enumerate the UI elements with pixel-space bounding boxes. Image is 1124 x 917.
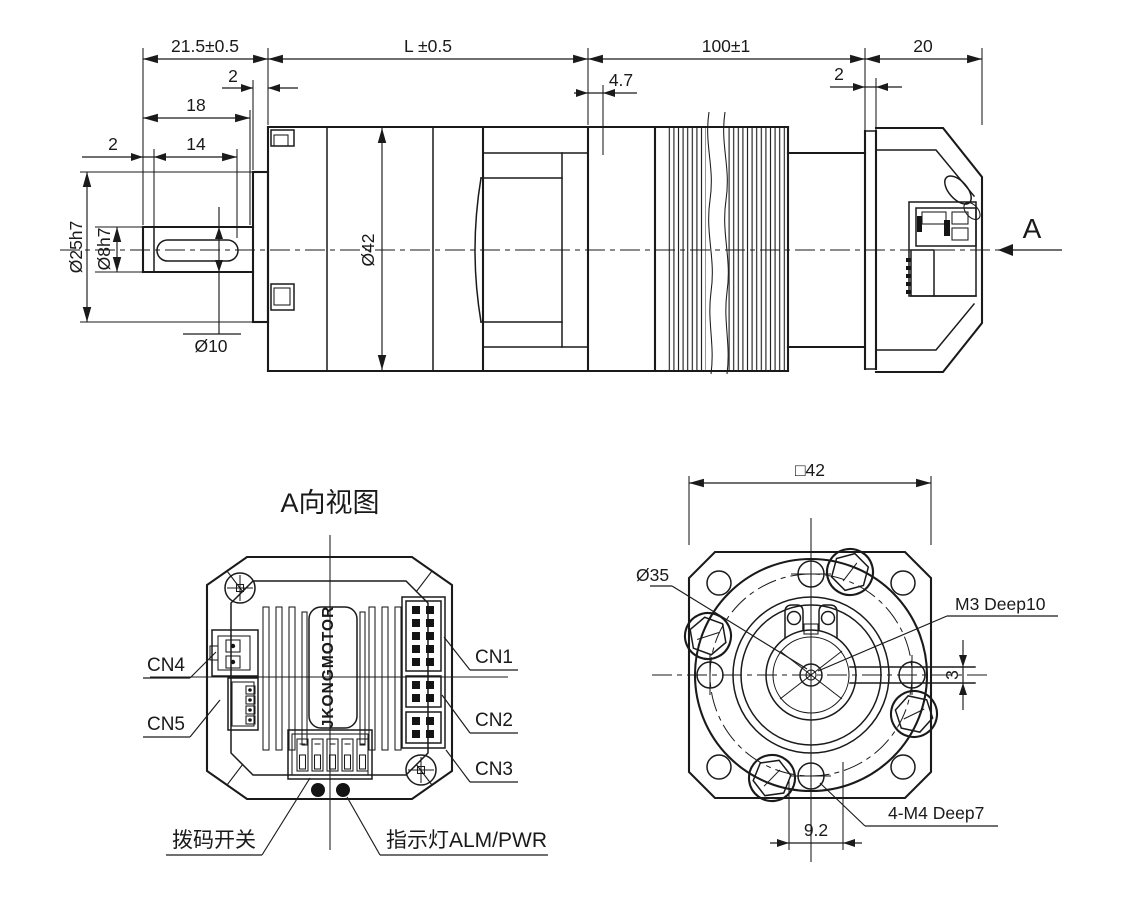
dim-center-tap: M3 Deep10: [955, 594, 1046, 614]
hex-bolt: [889, 689, 939, 739]
flange-pilot-circle: [693, 557, 929, 793]
dim-slot-width: 3: [942, 670, 962, 680]
label-cn1: CN1: [475, 647, 513, 668]
dim-rear-length: 20: [913, 36, 933, 56]
center-hub: [732, 596, 890, 754]
dim-bolt-circle: Ø35: [636, 565, 669, 585]
break-line-left: [707, 111, 713, 375]
driver-body-inner: [230, 580, 429, 776]
dim-pilot-diameter: Ø25h7: [66, 221, 86, 274]
dim-hole-offset: 9.2: [804, 820, 828, 840]
dim-gearbox-diameter: Ø42: [358, 233, 378, 266]
rear-view: A向视图: [143, 488, 548, 856]
label-dip-switch: 拨码开关: [172, 829, 256, 852]
cn1-connector: [401, 596, 446, 749]
label-indicator-led: 指示灯ALM/PWR: [386, 829, 547, 852]
m4-hole-north: [791, 560, 831, 588]
corner-hole: [890, 570, 916, 596]
brand-plate: JKONGMOTOR: [308, 606, 358, 729]
shaft-keyway: [156, 239, 239, 262]
hex-bolt: [683, 611, 733, 661]
gearbox-body: [266, 125, 790, 373]
face-slot-bottom: [270, 283, 295, 311]
hex-bolt: [747, 753, 797, 803]
housing-curve: [474, 177, 482, 323]
hex-bolt: [825, 547, 875, 597]
corner-hole: [706, 570, 732, 596]
rear-view-labels: CN4 CN5 CN1 CN2 CN3 拨码开关 指示灯ALM/PWR: [143, 636, 548, 856]
screw-bottom-right: [405, 754, 437, 786]
m4-hole-east: [898, 655, 926, 695]
label-cn2: CN2: [475, 710, 513, 731]
label-cn4: CN4: [147, 655, 185, 676]
flange-view: □42 Ø35 M3 Deep10 3 9.2 4-M4 Deep7: [636, 460, 1058, 862]
cn4-connector: [209, 629, 259, 677]
rear-housing: [786, 129, 878, 371]
dim-front-4-7: 4.7: [609, 70, 633, 90]
dim-key-length: 14: [186, 134, 206, 154]
dim-motor-length: 100±1: [702, 36, 751, 56]
side-view: A 21.5±0.5 L ±0.5 100±1 20: [60, 36, 1062, 375]
m4-hole-south: [791, 762, 831, 790]
dim-key-diameter: Ø10: [194, 336, 227, 356]
heatsink-fins: [262, 606, 402, 751]
motor-front-section: [482, 125, 657, 373]
corner-hole: [706, 754, 732, 780]
section-arrow: A: [998, 213, 1062, 256]
m4-hole-west: [696, 655, 724, 695]
screw-top-left: [224, 572, 256, 604]
brand-text: JKONGMOTOR: [320, 606, 337, 729]
section-label-a: A: [1023, 213, 1042, 244]
dim-front-total: 21.5±0.5: [171, 36, 239, 56]
driver-body-outline: [205, 555, 454, 801]
dim-shaft-diameter: Ø8h7: [94, 228, 114, 271]
cn2-connector: [405, 675, 442, 708]
led-power: [336, 783, 350, 797]
stator-stack: [668, 111, 790, 375]
label-cn5: CN5: [147, 714, 185, 735]
flange-dimensions: □42 Ø35 M3 Deep10 3 9.2 4-M4 Deep7: [636, 460, 1058, 850]
cn5-connector: [227, 677, 259, 731]
break-line-right: [723, 111, 729, 375]
pilot-boss: [251, 170, 270, 324]
cn3-connector: [405, 711, 442, 744]
dim-body-length: L ±0.5: [404, 36, 452, 56]
output-shaft: [141, 225, 255, 274]
side-view-dimensions: 21.5±0.5 L ±0.5 100±1 20 2 18 2 14 4.7: [66, 36, 983, 370]
rear-connector: [906, 201, 977, 297]
dim-rear-2: 2: [834, 64, 844, 84]
dim-shaft-18: 18: [186, 95, 205, 115]
flange-square-outline: [687, 550, 933, 800]
center-tap-hole: [799, 663, 823, 687]
dim-boss-thickness: 2: [228, 66, 238, 86]
led-alarm: [311, 783, 325, 797]
dim-key-offset: 2: [108, 134, 118, 154]
rear-view-title: A向视图: [280, 488, 379, 518]
dim-flange-square: □42: [795, 460, 825, 480]
dim-mount-holes: 4-M4 Deep7: [888, 803, 984, 823]
label-cn3: CN3: [475, 759, 513, 780]
corner-hole: [890, 754, 916, 780]
dip-switch: [287, 729, 373, 780]
